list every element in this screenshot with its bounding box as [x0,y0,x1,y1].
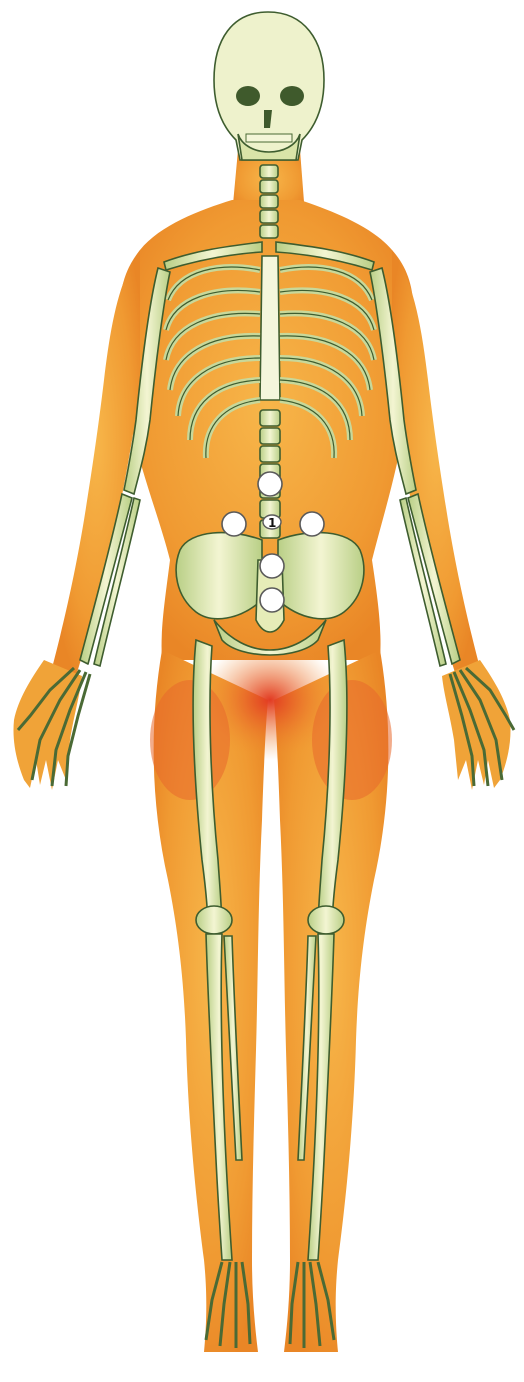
marker-left[interactable] [222,512,246,536]
marker-center[interactable]: 1 [263,515,281,530]
marker-upper[interactable] [258,472,282,496]
marker-mid-lower[interactable] [260,554,284,578]
marker-center-label: 1 [268,516,276,530]
marker-bottom[interactable] [260,588,284,612]
marker-right[interactable] [300,512,324,536]
